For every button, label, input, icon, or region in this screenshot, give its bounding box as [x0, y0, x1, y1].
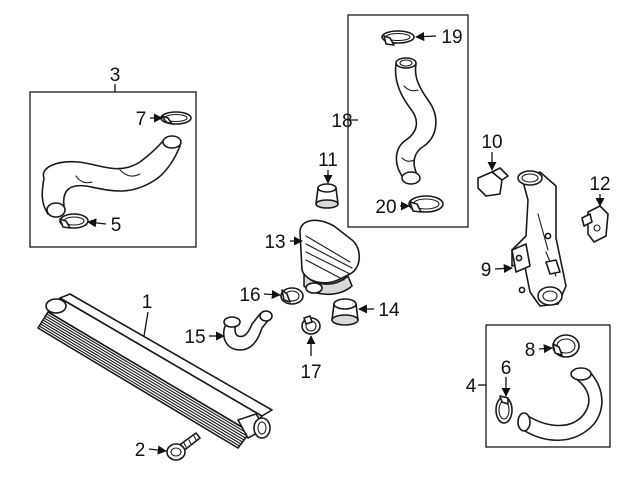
callout-1: 1 [142, 292, 153, 313]
callout-2: 2 [135, 440, 146, 461]
callout-4: 4 [466, 376, 477, 397]
callout-15: 15 [184, 327, 205, 348]
callout-3: 3 [110, 65, 121, 86]
hose-clamp-5 [59, 213, 89, 229]
callout-labels: 1 2 3 4 5 6 7 8 9 10 11 12 13 14 15 16 1… [110, 27, 611, 461]
grommet-11 [315, 183, 339, 209]
callout-17: 17 [300, 362, 321, 383]
group-box-18 [347, 14, 469, 228]
grommet-14 [331, 298, 359, 326]
hose-clamp-20 [408, 195, 444, 213]
callout-20: 20 [375, 197, 396, 218]
pressure-sensor [581, 205, 609, 243]
resonator [299, 219, 361, 296]
hose-clamp-16 [280, 287, 304, 305]
callout-16: 16 [239, 285, 260, 306]
callout-5: 5 [111, 215, 122, 236]
cooling-fin [42, 319, 245, 441]
charge-air-hose-3 [41, 135, 182, 218]
callout-10: 10 [481, 132, 502, 153]
callout-12: 12 [589, 174, 610, 195]
callout-14: 14 [378, 300, 400, 321]
intake-pipe [511, 170, 567, 307]
group-box-3 [29, 91, 197, 248]
callout-13: 13 [264, 232, 285, 253]
callout-19: 19 [441, 27, 462, 48]
group-box-4 [485, 324, 611, 448]
bolt [166, 432, 201, 461]
small-hose-15 [222, 310, 273, 351]
hose-clamp-6 [495, 395, 513, 424]
callout-6: 6 [501, 358, 512, 379]
cooling-fin [39, 323, 242, 445]
cooling-fin [47, 311, 251, 433]
callout-8: 8 [525, 340, 536, 361]
charge-air-hose-18 [394, 57, 437, 185]
hose-clamp-17 [301, 315, 321, 335]
callout-9: 9 [481, 260, 492, 281]
cooling-fin [43, 317, 247, 439]
cooling-fin [44, 315, 248, 437]
clip [477, 167, 509, 197]
hose-clamp-19 [381, 30, 415, 46]
cooling-fin [46, 313, 250, 435]
callout-18: 18 [331, 111, 352, 132]
cooling-fin [38, 325, 241, 447]
callout-7: 7 [136, 109, 147, 130]
cooling-fin [37, 327, 239, 449]
hose-clamp-8 [552, 334, 580, 358]
leader-lines [87, 32, 605, 455]
cooling-fin [41, 321, 244, 443]
charge-air-hose-4 [517, 367, 603, 442]
hose-clamp-7 [160, 111, 192, 125]
intercooler-core [37, 293, 273, 449]
callout-11: 11 [318, 150, 338, 171]
